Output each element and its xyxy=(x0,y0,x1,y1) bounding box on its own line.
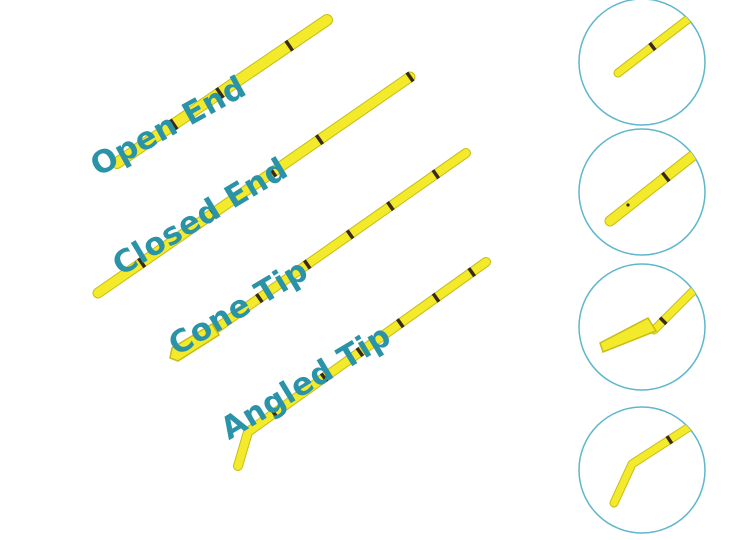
catheter-open-end-band xyxy=(284,39,295,52)
catheter-angled-tip-band xyxy=(355,347,365,358)
catheter-cone-tip xyxy=(169,148,471,362)
zoom-closed-end xyxy=(604,144,705,227)
zoom-angled-tip xyxy=(609,415,705,508)
catheter-angled-tip-band xyxy=(431,292,441,303)
zoom-closed-end-body xyxy=(605,145,705,226)
catheter-angled-tip xyxy=(233,257,491,471)
catheter-open-end-band xyxy=(168,118,179,131)
catheter-cone-tip-band xyxy=(431,169,441,180)
zoom-cone-tip xyxy=(599,279,705,353)
detail-closed-end xyxy=(578,128,706,256)
cone-tip-shape xyxy=(169,322,221,362)
zoom-cone-tip-body xyxy=(650,280,704,334)
catheter-closed-end-band xyxy=(405,71,415,83)
catheter-open-end-band xyxy=(215,86,225,99)
catheter-cone-tip-band xyxy=(345,229,355,240)
zoom-eyelet xyxy=(626,203,630,207)
catheter-group xyxy=(92,14,491,471)
detail-circles-group xyxy=(578,0,706,534)
zoom-open-end-body xyxy=(614,6,704,77)
catheter-cone-tip-band xyxy=(386,201,395,212)
zoom-open-end xyxy=(613,5,705,78)
detail-open-end xyxy=(578,0,706,126)
catheter-open-end xyxy=(111,14,333,169)
catheter-angled-tip-band xyxy=(319,372,329,383)
catheter-angled-tip-band xyxy=(467,267,477,278)
catheter-cone-tip-band xyxy=(302,259,312,270)
zoom-angled-tip-body xyxy=(610,416,704,507)
detail-cone-tip xyxy=(578,263,706,391)
catheter-angled-tip-band xyxy=(395,318,405,329)
zoom-angled-tip-band xyxy=(665,435,674,445)
zoom-cone-tip-band xyxy=(658,316,668,326)
zoom-cone-shape xyxy=(599,317,658,353)
catheter-closed-end-band xyxy=(314,134,325,146)
catheter-closed-end-body xyxy=(93,72,415,298)
detail-angled-tip xyxy=(578,406,706,534)
catheter-closed-end xyxy=(92,71,416,299)
catheter-closed-end-band xyxy=(137,257,147,269)
catheter-closed-end-band xyxy=(268,166,278,178)
catheter-open-end-body xyxy=(112,15,332,168)
zoom-closed-end-band xyxy=(661,171,671,183)
catheter-cone-tip-band xyxy=(255,293,264,304)
catheter-angled-tip-body xyxy=(234,258,490,470)
catheter-cone-tip-body xyxy=(210,149,470,334)
zoom-open-end-band xyxy=(648,41,657,52)
catheter-closed-end-band xyxy=(208,207,219,219)
catheter-angled-tip-band xyxy=(269,408,279,419)
